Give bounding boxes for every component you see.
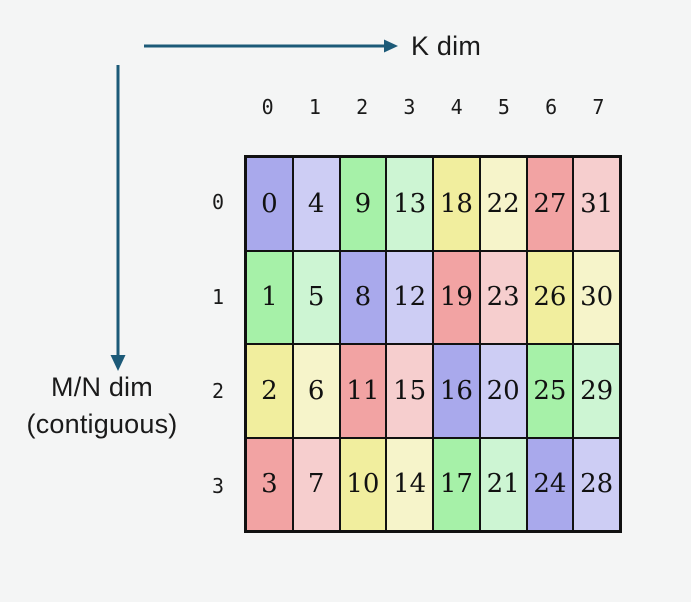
grid-cell-r2-c4: 16 — [433, 344, 480, 438]
grid-cell-r1-c6: 26 — [526, 250, 574, 344]
grid-cell-r0-c5: 22 — [479, 157, 527, 251]
grid-cell-r2-c0: 2 — [246, 344, 293, 438]
grid-cell-r3-c3: 14 — [386, 437, 433, 531]
grid-cell-r3-c4: 17 — [433, 437, 480, 531]
row-header-1: 1 — [211, 284, 225, 309]
column-header-5: 5 — [497, 95, 510, 119]
grid-cell-r3-c7: 28 — [573, 437, 620, 531]
column-headers: 0 1 2 3 4 5 6 7 — [244, 95, 622, 119]
grid-cell-r2-c1: 6 — [292, 344, 340, 438]
column-header-6: 6 — [545, 95, 558, 119]
grid-cell-r0-c7: 31 — [573, 157, 620, 251]
grid-cell-r3-c5: 21 — [479, 437, 527, 531]
row-header-0: 0 — [211, 190, 225, 215]
grid-cell-r2-c3: 15 — [386, 344, 433, 438]
grid-cell-r3-c0: 3 — [246, 437, 293, 531]
mn-axis-label: M/N dim (contiguous) — [8, 369, 196, 443]
grid-cell-r0-c2: 9 — [339, 157, 387, 251]
grid-cell-r1-c2: 8 — [339, 250, 387, 344]
grid-cell-r1-c1: 5 — [292, 250, 340, 344]
grid-cell-r1-c0: 1 — [246, 250, 293, 344]
grid-cell-r3-c6: 24 — [526, 437, 574, 531]
mn-axis-label-line2: (contiguous) — [26, 409, 178, 439]
grid-cell-r3-c2: 10 — [339, 437, 387, 531]
grid-cell-r2-c5: 20 — [479, 344, 527, 438]
column-header-0: 0 — [261, 95, 274, 119]
column-header-7: 7 — [592, 95, 605, 119]
column-header-3: 3 — [403, 95, 416, 119]
grid-cell-r2-c2: 11 — [339, 344, 387, 438]
row-header-3: 3 — [211, 473, 225, 498]
row-headers: 0 1 2 3 — [198, 155, 238, 533]
grid-cell-r0-c3: 13 — [386, 157, 433, 251]
grid-cell-r1-c5: 23 — [479, 250, 527, 344]
grid-cell-r1-c7: 30 — [573, 250, 620, 344]
column-header-2: 2 — [356, 95, 369, 119]
mn-dim-arrow-icon — [110, 65, 126, 371]
grid-cell-r1-c3: 12 — [386, 250, 433, 344]
column-header-1: 1 — [308, 95, 321, 119]
row-header-2: 2 — [211, 379, 225, 404]
grid-cell-r0-c6: 27 — [526, 157, 574, 251]
grid-cell-r2-c7: 29 — [573, 344, 620, 438]
grid-cell-r0-c0: 0 — [246, 157, 293, 251]
grid-cell-r1-c4: 19 — [433, 250, 480, 344]
k-axis-label: K dim — [411, 31, 482, 61]
grid-cell-r0-c1: 4 — [292, 157, 340, 251]
grid-cell-r3-c1: 7 — [292, 437, 340, 531]
mn-axis-label-line1: M/N dim — [51, 372, 153, 402]
grid-cell-r0-c4: 18 — [433, 157, 480, 251]
column-header-4: 4 — [450, 95, 463, 119]
grid-cell-r2-c6: 25 — [526, 344, 574, 438]
k-dim-arrow-icon — [144, 39, 398, 53]
